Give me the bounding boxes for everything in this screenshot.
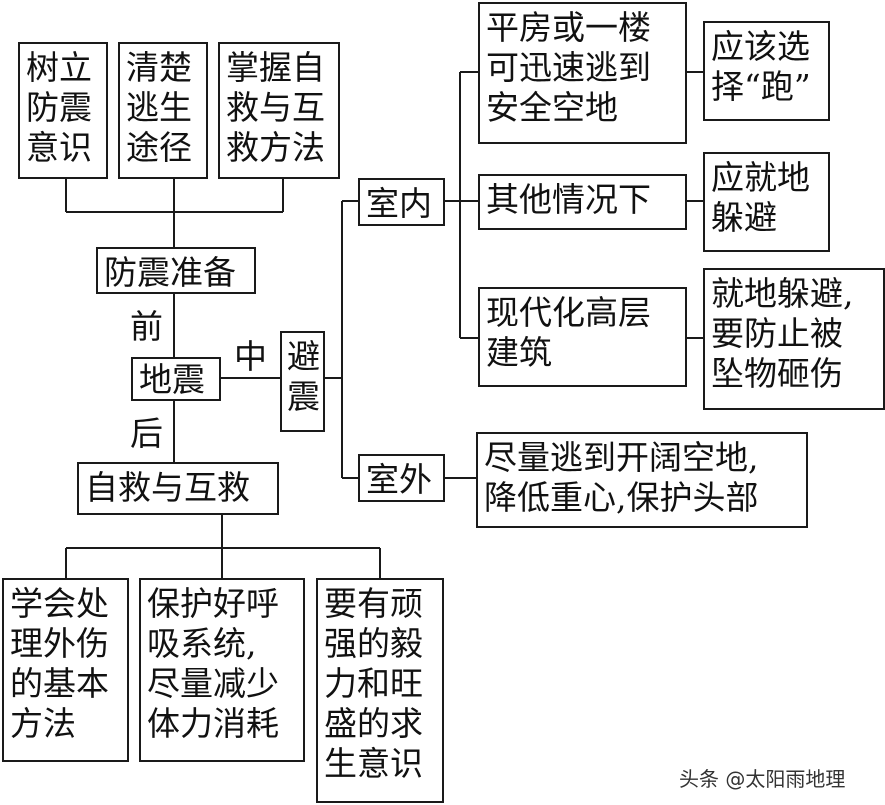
after-edge-label: 后	[130, 414, 163, 453]
indoor-case-1-action: 应该选 择“跑”	[703, 21, 830, 121]
indoor-case-2-action: 应就地 躲避	[703, 152, 830, 252]
before-item-2: 清楚 逃生 途径	[118, 42, 208, 179]
before-item-1: 树立 防震 意识	[18, 42, 108, 179]
indoor-box: 室内	[358, 178, 445, 226]
before-hub-box: 防震准备	[96, 247, 256, 294]
after-item-2: 保护好呼 吸系统, 尽量减少 体力消耗	[139, 578, 305, 762]
before-item-3: 掌握自 救与互 救方法	[218, 42, 340, 179]
indoor-case-2-situation: 其他情况下	[478, 174, 687, 230]
indoor-case-3-situation: 现代化高层 建筑	[478, 287, 687, 387]
outdoor-action: 尽量逃到开阔空地, 降低重心,保护头部	[476, 432, 808, 528]
outdoor-box: 室外	[358, 454, 445, 502]
indoor-case-1-situation: 平房或一楼 可迅速逃到 安全空地	[478, 2, 687, 144]
after-hub-box: 自救与互救	[77, 462, 279, 515]
earthquake-center-box: 地震	[131, 357, 221, 401]
watermark: 头条 @太阳雨地理	[679, 767, 846, 791]
indoor-case-3-action: 就地躲避, 要防止被 坠物砸伤	[703, 268, 885, 410]
during-edge-label: 中	[234, 337, 267, 376]
before-edge-label: 前	[130, 307, 163, 346]
after-item-1: 学会处 理外伤 的基本 方法	[2, 578, 129, 762]
during-hub-box: 避 震	[280, 331, 325, 432]
after-item-3: 要有顽 强的毅 力和旺 盛的求 生意识	[316, 578, 444, 803]
